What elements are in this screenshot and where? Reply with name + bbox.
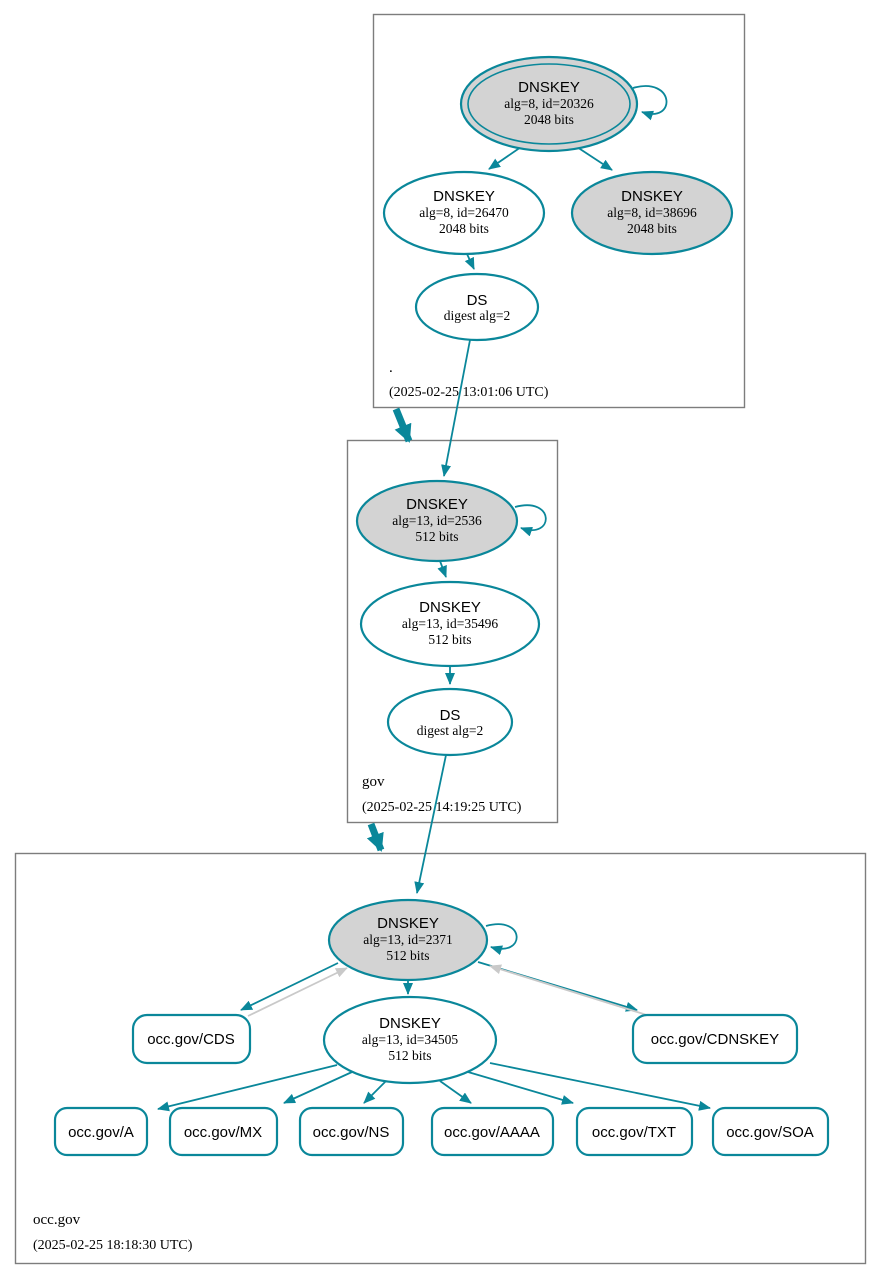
root-ksk-type: DNSKEY: [518, 79, 580, 96]
occ-zsk-type: DNSKEY: [379, 1015, 441, 1032]
occ-rrset-aaaa-node: occ.gov/AAAA: [430, 1106, 555, 1157]
gov-ds-params: digest alg=2: [417, 723, 483, 738]
root-key3-type: DNSKEY: [621, 188, 683, 205]
root-ds-node: DS digest alg=2: [414, 272, 540, 342]
occ-rrset-a-box: [53, 1106, 149, 1157]
gov-ksk-ellipse: [355, 479, 519, 563]
occ-cdnskey-box: [631, 1013, 799, 1065]
occ-rrset-ns-node: occ.gov/NS: [298, 1106, 405, 1157]
root-key3-ellipse: [570, 170, 734, 256]
root-key3-size: 2048 bits: [627, 221, 677, 236]
gov-ds-node: DS digest alg=2: [386, 687, 514, 757]
root-ksk-size: 2048 bits: [524, 112, 574, 127]
edge-occ-zsk-to-txt: [467, 1071, 574, 1105]
edge-occ-zsk-to-a: [157, 1064, 338, 1112]
edge-root-ds-to-gov-ksk: [441, 339, 471, 477]
gov-ksk-params: alg=13, id=2536: [392, 513, 482, 528]
edge-occ-zsk-to-soa: [489, 1062, 711, 1111]
edge-gov-delegation-arrow: [366, 822, 385, 852]
root-zsk-ellipse: [382, 170, 546, 256]
occ-rrset-a-node: occ.gov/A: [53, 1106, 149, 1157]
edge-occ-ksk-to-cds: [240, 962, 339, 1011]
edge-occ-cds-to-ksk: [247, 967, 348, 1017]
edge-occ-zsk-to-ns: [363, 1080, 387, 1104]
occ-rrset-mx-box: [168, 1106, 279, 1157]
gov-ksk-size: 512 bits: [415, 529, 458, 544]
occ-ksk-node: DNSKEY alg=13, id=2371 512 bits: [327, 898, 489, 982]
gov-ds-type: DS: [440, 707, 461, 724]
gov-ksk-node: DNSKEY alg=13, id=2536 512 bits: [355, 479, 519, 563]
zone-box-root: [372, 13, 746, 409]
occ-ksk-type: DNSKEY: [377, 915, 439, 932]
occ-rrset-aaaa-box: [430, 1106, 555, 1157]
edge-occ-ksk-selfsign: [485, 923, 518, 956]
occ-rrset-mx-node: occ.gov/MX: [168, 1106, 279, 1157]
occ-zsk-ellipse: [322, 995, 498, 1085]
root-zsk-type: DNSKEY: [433, 188, 495, 205]
occ-cds-box: [131, 1013, 252, 1065]
occ-rrset-txt-node: occ.gov/TXT: [575, 1106, 694, 1157]
root-ksk-params: alg=8, id=20326: [504, 96, 594, 111]
gov-ksk-type: DNSKEY: [406, 496, 468, 513]
occ-rrset-soa-box: [711, 1106, 830, 1157]
occ-ksk-size: 512 bits: [386, 948, 429, 963]
edge-gov-ds-to-occ-ksk: [414, 754, 447, 894]
edge-occ-zsk-to-mx: [283, 1071, 353, 1104]
edge-gov-ksk-to-zsk: [437, 560, 447, 578]
occ-zsk-params: alg=13, id=34505: [362, 1032, 458, 1047]
root-zsk-params: alg=8, id=26470: [419, 205, 509, 220]
occ-cds-label: occ.gov/CDS: [147, 1031, 235, 1048]
root-ds-type: DS: [467, 292, 488, 309]
occ-cdnskey-node: occ.gov/CDNSKEY: [631, 1013, 799, 1065]
edge-root-ksk-to-zsk: [488, 146, 522, 170]
occ-rrset-ns-box: [298, 1106, 405, 1157]
occ-zsk-size: 512 bits: [388, 1048, 431, 1063]
edge-root-zsk-to-ds: [464, 253, 475, 270]
gov-zone-label: gov: [362, 774, 385, 790]
gov-ds-ellipse: [386, 687, 514, 757]
gov-zone-timestamp: (2025-02-25 14:19:25 UTC): [362, 800, 522, 815]
occ-ksk-ellipse: [327, 898, 489, 982]
root-zsk-node: DNSKEY alg=8, id=26470 2048 bits: [382, 170, 546, 256]
edge-occ-zsk-to-aaaa: [439, 1080, 472, 1104]
root-ksk-inner-ellipse: [467, 63, 631, 145]
occ-rrset-soa-label: occ.gov/SOA: [726, 1124, 814, 1141]
edge-gov-ksk-selfsign: [514, 504, 547, 537]
occ-cdnskey-label: occ.gov/CDNSKEY: [651, 1031, 779, 1048]
occ-rrset-a-label: occ.gov/A: [68, 1124, 134, 1141]
root-ksk-node: DNSKEY alg=8, id=20326 2048 bits: [459, 55, 639, 153]
edge-root-ksk-to-key3: [576, 146, 613, 171]
occ-ksk-params: alg=13, id=2371: [363, 932, 452, 947]
zone-box-occ-gov: [14, 852, 867, 1265]
edge-root-delegation-arrow: [392, 407, 413, 443]
root-zone-label: .: [389, 360, 393, 376]
occ-rrset-txt-box: [575, 1106, 694, 1157]
occ-zone-timestamp: (2025-02-25 18:18:30 UTC): [33, 1238, 193, 1253]
occ-rrset-mx-label: occ.gov/MX: [184, 1124, 262, 1141]
zone-box-gov: [346, 439, 559, 824]
root-ksk-ellipse: [459, 55, 639, 153]
occ-rrset-aaaa-label: occ.gov/AAAA: [444, 1124, 540, 1141]
gov-zsk-ellipse: [359, 580, 541, 668]
root-key3-node: DNSKEY alg=8, id=38696 2048 bits: [570, 170, 734, 256]
edge-occ-cdnskey-to-ksk: [489, 964, 651, 1017]
gov-zsk-params: alg=13, id=35496: [402, 616, 498, 631]
root-key3-params: alg=8, id=38696: [607, 205, 697, 220]
gov-zsk-node: DNSKEY alg=13, id=35496 512 bits: [359, 580, 541, 668]
occ-zone-label: occ.gov: [33, 1212, 81, 1228]
edge-root-ksk-selfsign: [632, 85, 668, 121]
root-ds-ellipse: [414, 272, 540, 342]
root-ds-params: digest alg=2: [444, 308, 510, 323]
occ-rrset-txt-label: occ.gov/TXT: [592, 1124, 676, 1141]
occ-rrset-soa-node: occ.gov/SOA: [711, 1106, 830, 1157]
root-zone-timestamp: (2025-02-25 13:01:06 UTC): [389, 385, 549, 400]
occ-cds-node: occ.gov/CDS: [131, 1013, 252, 1065]
occ-rrset-ns-label: occ.gov/NS: [313, 1124, 390, 1141]
gov-zsk-size: 512 bits: [428, 632, 471, 647]
root-zsk-size: 2048 bits: [439, 221, 489, 236]
occ-zsk-node: DNSKEY alg=13, id=34505 512 bits: [322, 995, 498, 1085]
gov-zsk-type: DNSKEY: [419, 599, 481, 616]
